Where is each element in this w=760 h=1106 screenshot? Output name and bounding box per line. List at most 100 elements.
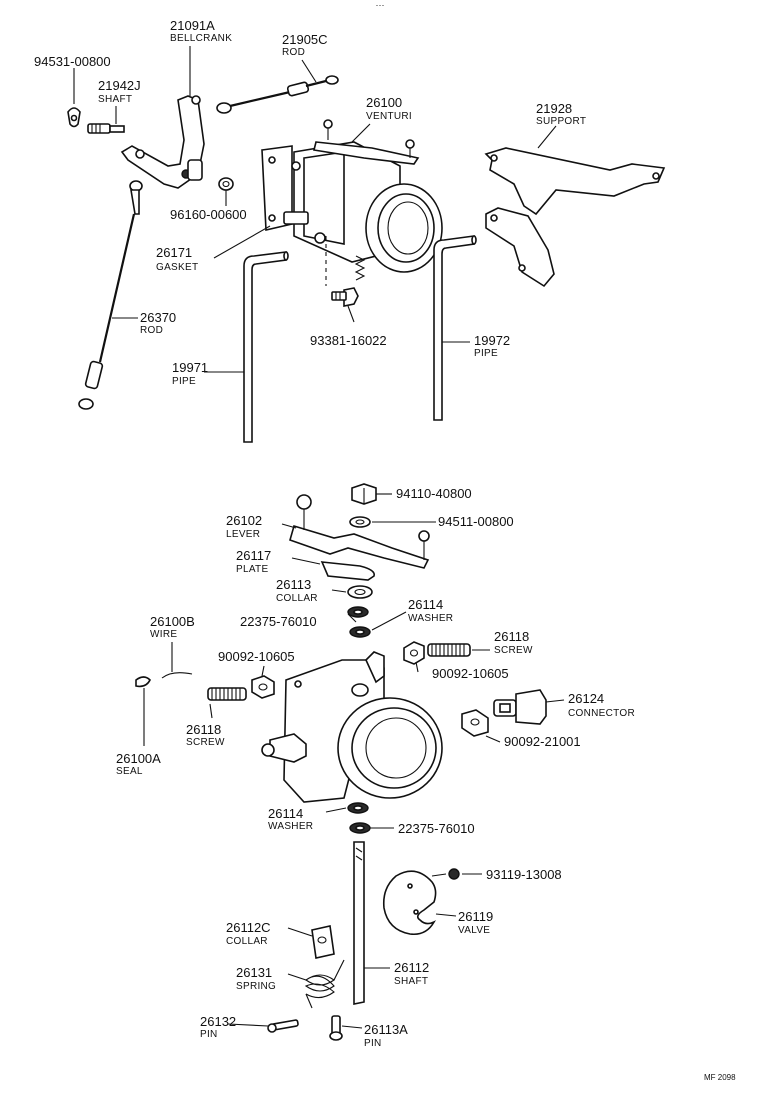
leader-lines-lower <box>143 493 565 1029</box>
callout-94110-number: 94110-40800 <box>396 486 472 501</box>
callout-26100a-number: 26100A <box>116 751 161 766</box>
callout-26124-number: 26124 <box>568 691 604 706</box>
collar-26113-part <box>347 585 373 599</box>
callout-26114a-number: 26114 <box>408 597 443 612</box>
rod-21905c-part <box>216 75 339 114</box>
leader-lines-upper <box>73 46 557 373</box>
rod-26370-part <box>78 180 143 410</box>
footer-code: MF 2098 <box>704 1073 736 1082</box>
callout-26124-name: CONNECTOR <box>568 708 635 719</box>
callout-93119-number: 93119-13008 <box>486 867 562 882</box>
callout-26102-name: LEVER <box>226 529 260 540</box>
callout-26117-number: 26117 <box>236 548 271 563</box>
callout-21905c-number: 21905C <box>282 32 328 47</box>
callout-90092b-number: 90092-10605 <box>432 666 509 681</box>
screw-26118-right-part <box>427 643 471 657</box>
callout-26112c-name: COLLAR <box>226 936 268 947</box>
callout-26118b-name: SCREW <box>186 737 225 748</box>
shaft-21942j-part <box>87 123 125 134</box>
callout-94511-number: 94511-00800 <box>438 514 514 529</box>
callout-26100b-name: WIRE <box>150 629 177 640</box>
support-21928-part <box>484 147 666 288</box>
top-mark: ··· <box>376 0 385 10</box>
callout-94531-number: 94531-00800 <box>34 54 111 69</box>
lever-26102-part <box>289 494 430 569</box>
washer-26114-upper-part <box>349 626 371 638</box>
nut-90092-left-part <box>251 675 275 699</box>
throttle-body-part <box>261 651 443 803</box>
callout-26113-number: 26113 <box>276 577 311 592</box>
plate-26117-part <box>320 561 376 581</box>
callout-26131-name: SPRING <box>236 981 276 992</box>
callout-26113a-name: PIN <box>364 1038 382 1049</box>
collar-26112c-part <box>311 925 335 959</box>
callout-26102-number: 26102 <box>226 513 262 528</box>
callout-26114b-name: WASHER <box>268 821 313 832</box>
clip-94531-part <box>67 107 81 128</box>
callout-26132-name: PIN <box>200 1029 218 1040</box>
callout-26370-number: 26370 <box>140 310 176 325</box>
callout-21928-name: SUPPORT <box>536 116 586 127</box>
callout-26370-name: ROD <box>140 325 163 336</box>
callout-labels: 21091A BELLCRANK 21905C ROD 94531-00800 … <box>34 18 635 1049</box>
callout-26118b-number: 26118 <box>186 722 221 737</box>
callout-26118a-name: SCREW <box>494 645 533 656</box>
callout-21091a-number: 21091A <box>170 18 215 33</box>
callout-21942j-name: SHAFT <box>98 94 132 105</box>
screw-93119-part <box>431 868 460 880</box>
pipe-19971-part <box>243 251 289 443</box>
shaft-26112-part <box>353 841 365 1005</box>
callout-26119-name: VALVE <box>458 925 490 936</box>
callout-26100-number: 26100 <box>366 95 402 110</box>
callout-26171-name: GASKET <box>156 262 198 273</box>
callout-26113-name: COLLAR <box>276 593 318 604</box>
nut-90092-right-part <box>403 641 425 665</box>
callout-26112-name: SHAFT <box>394 976 428 987</box>
callout-22375a-number: 22375-76010 <box>240 614 317 629</box>
callout-26118a-number: 26118 <box>494 629 529 644</box>
callout-19972-number: 19972 <box>474 333 510 348</box>
valve-26119-part <box>382 870 437 936</box>
wire-26100b-part <box>161 672 193 679</box>
screw-26118-left-part <box>207 687 247 701</box>
callout-26112c-number: 26112C <box>226 920 271 935</box>
pin-26113a-part <box>329 1015 343 1041</box>
seal-26100a-part <box>135 676 151 688</box>
washer-94511-part <box>349 516 371 528</box>
callout-96160-number: 96160-00600 <box>170 207 247 222</box>
callout-21942j-number: 21942J <box>98 78 141 93</box>
pin-26132-part <box>267 1019 299 1033</box>
washer-22375-lower-part <box>349 822 371 834</box>
pipe-19972-part <box>433 235 477 421</box>
callout-26113a-number: 26113A <box>364 1022 408 1037</box>
callout-19971-name: PIPE <box>172 376 196 387</box>
callout-21091a-name: BELLCRANK <box>170 33 232 44</box>
callout-26131-number: 26131 <box>236 965 272 980</box>
callout-26117-name: PLATE <box>236 564 268 575</box>
callout-90092c-number: 90092-21001 <box>504 734 581 749</box>
callout-26119-number: 26119 <box>458 909 493 924</box>
connector-26124-part <box>493 689 547 725</box>
callout-90092a-number: 90092-10605 <box>218 649 295 664</box>
callout-21905c-name: ROD <box>282 47 305 58</box>
callout-22375b-number: 22375-76010 <box>398 821 475 836</box>
callout-19972-name: PIPE <box>474 348 498 359</box>
callout-26114a-name: WASHER <box>408 613 453 624</box>
callout-26112-number: 26112 <box>394 960 429 975</box>
spring-26131-part <box>304 959 345 1009</box>
callout-26100-name: VENTURI <box>366 111 412 122</box>
nut-94110-part <box>351 483 377 505</box>
bolt-93381-part <box>325 236 359 307</box>
callout-93381-number: 93381-16022 <box>310 333 387 348</box>
callout-26114b-number: 26114 <box>268 806 303 821</box>
washer-22375-upper-part <box>347 606 369 618</box>
callout-26132-number: 26132 <box>200 1014 236 1029</box>
callout-19971-number: 19971 <box>172 360 208 375</box>
callout-26100b-number: 26100B <box>150 614 195 629</box>
washer-26114-lower-part <box>347 802 369 814</box>
callout-26100a-name: SEAL <box>116 766 143 777</box>
venturi-26100-part <box>261 119 443 281</box>
callout-26171-number: 26171 <box>156 245 192 260</box>
nut-90092-21001-part <box>461 709 489 737</box>
